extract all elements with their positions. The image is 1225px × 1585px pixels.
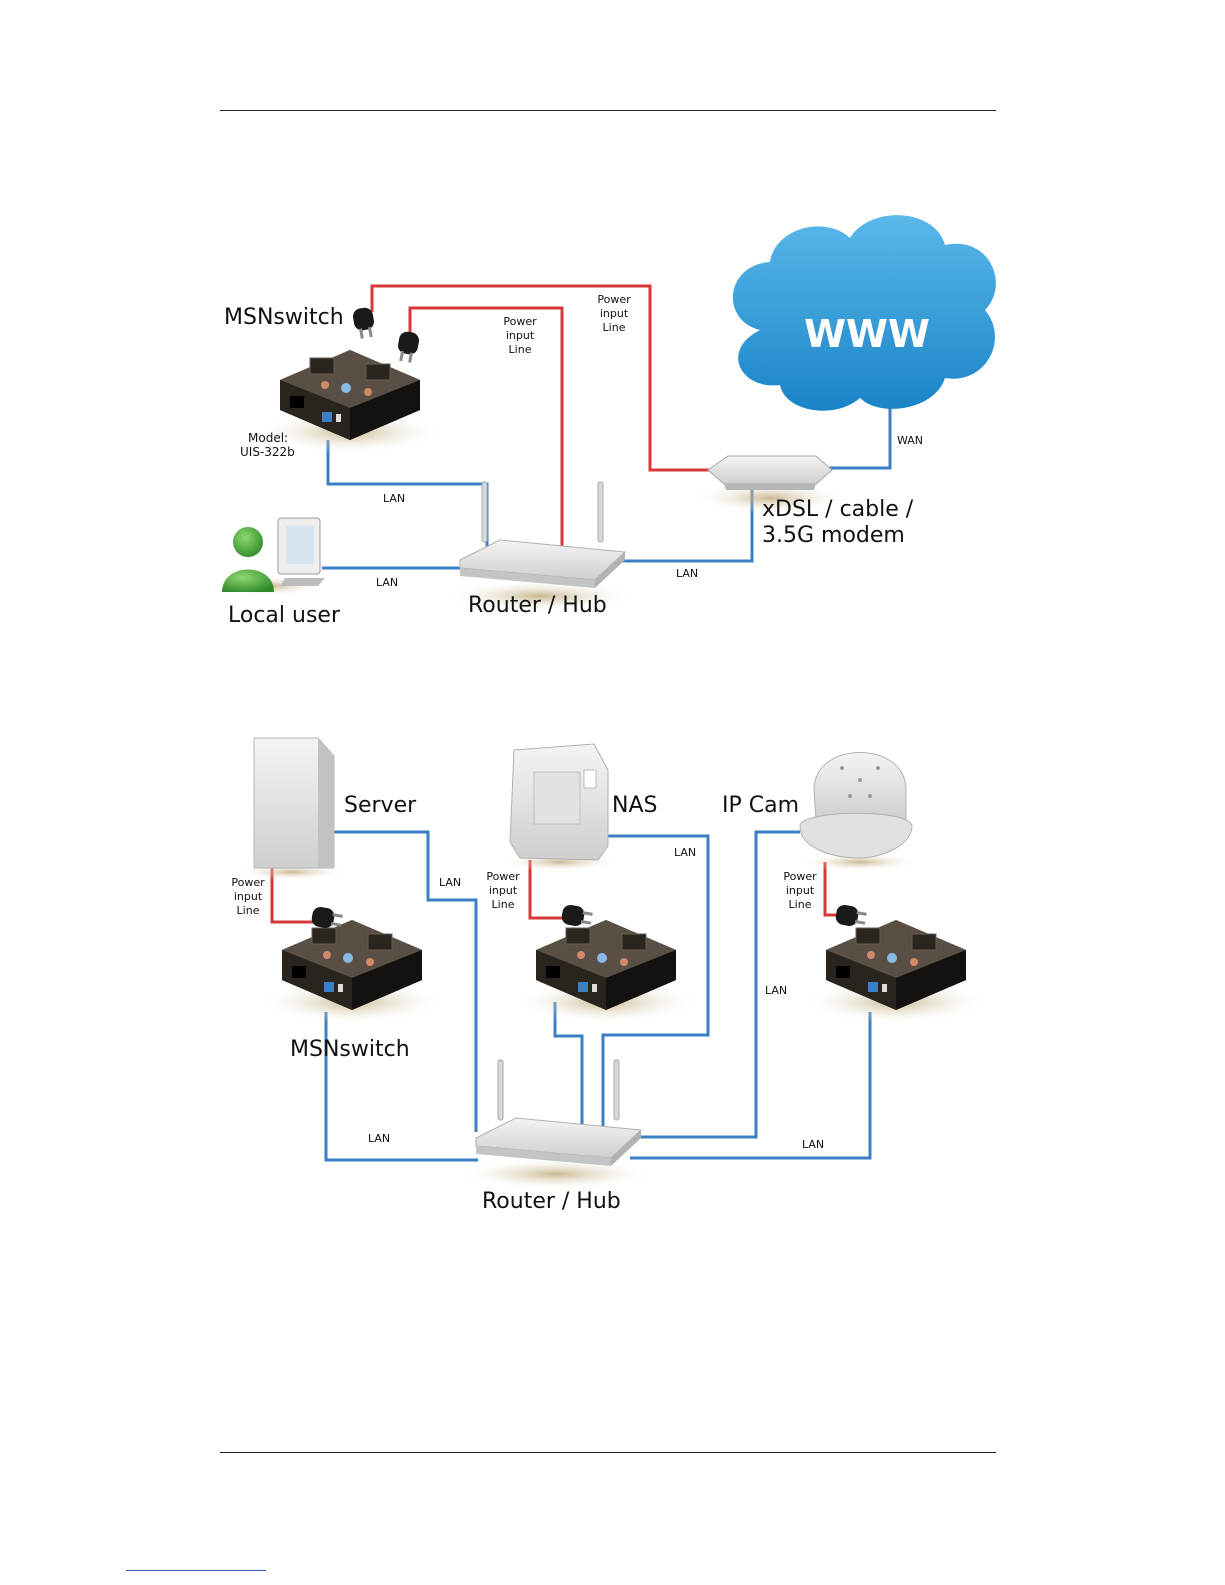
local-user-icon bbox=[222, 518, 325, 596]
svg-text:input: input bbox=[786, 884, 815, 897]
server-device bbox=[237, 738, 347, 880]
wan-line bbox=[825, 400, 890, 468]
power-label-server: Power input Line bbox=[231, 876, 265, 917]
msnswitch-device bbox=[257, 920, 447, 1024]
lan-label: LAN bbox=[765, 984, 787, 997]
local-user-label: Local user bbox=[228, 603, 341, 628]
modem-label-line1: xDSL / cable / bbox=[762, 497, 914, 522]
msnswitch-label: MSNswitch bbox=[290, 1037, 410, 1062]
svg-text:Line: Line bbox=[509, 343, 532, 356]
plug-icon bbox=[395, 330, 420, 363]
lan-line-left-switch bbox=[326, 1012, 478, 1160]
svg-text:Power: Power bbox=[486, 870, 520, 883]
power-label-nas: Power input Line bbox=[486, 870, 520, 911]
router-label: Router / Hub bbox=[468, 593, 607, 618]
svg-text:Power: Power bbox=[503, 315, 537, 328]
power-label-ipcam: Power input Line bbox=[783, 870, 817, 911]
lan-label: LAN bbox=[368, 1132, 390, 1145]
power-label-modem: Power input Line bbox=[597, 293, 631, 334]
svg-text:Line: Line bbox=[603, 321, 626, 334]
ipcam-device bbox=[800, 753, 920, 872]
internet-cloud: WWW bbox=[733, 215, 996, 411]
power-label-router: Power input Line bbox=[503, 315, 537, 356]
svg-text:Line: Line bbox=[789, 898, 812, 911]
router-device bbox=[456, 1060, 656, 1190]
svg-text:Line: Line bbox=[237, 904, 260, 917]
cloud-label: WWW bbox=[804, 312, 930, 356]
lan-label: LAN bbox=[376, 576, 398, 589]
model-label-line2: UIS-322b bbox=[240, 445, 295, 459]
modem-label-line2: 3.5G modem bbox=[762, 523, 905, 548]
lan-label: LAN bbox=[383, 492, 405, 505]
router-label: Router / Hub bbox=[482, 1189, 621, 1214]
msnswitch-device bbox=[801, 920, 991, 1024]
nas-device bbox=[500, 744, 620, 871]
svg-text:input: input bbox=[489, 884, 518, 897]
msnswitch-device bbox=[511, 920, 701, 1024]
svg-text:input: input bbox=[234, 890, 263, 903]
svg-text:input: input bbox=[506, 329, 535, 342]
model-label-line1: Model: bbox=[248, 431, 288, 445]
ipcam-label: IP Cam bbox=[722, 793, 799, 818]
svg-text:Line: Line bbox=[492, 898, 515, 911]
lan-line-switch-router bbox=[328, 440, 487, 560]
lan-label: LAN bbox=[674, 846, 696, 859]
svg-text:input: input bbox=[600, 307, 629, 320]
footer-link-underline[interactable] bbox=[126, 1570, 266, 1571]
diagram-home-network: WWW WAN xDSL / cable / 3.5G modem MSNswi… bbox=[222, 215, 996, 628]
footer-rule bbox=[220, 1452, 996, 1453]
msnswitch-label: MSNswitch bbox=[224, 305, 344, 330]
plug-icon bbox=[560, 904, 593, 929]
server-label: Server bbox=[344, 793, 417, 818]
wan-label: WAN bbox=[897, 434, 923, 447]
svg-text:Power: Power bbox=[783, 870, 817, 883]
svg-text:Power: Power bbox=[231, 876, 265, 889]
lan-label: LAN bbox=[676, 567, 698, 580]
diagram-device-network: Server NAS IP Cam MSNswitch bbox=[231, 738, 991, 1214]
plug-icon bbox=[834, 904, 867, 929]
nas-label: NAS bbox=[612, 793, 657, 818]
svg-text:Power: Power bbox=[597, 293, 631, 306]
lan-label: LAN bbox=[439, 876, 461, 889]
lan-label: LAN bbox=[802, 1138, 824, 1151]
